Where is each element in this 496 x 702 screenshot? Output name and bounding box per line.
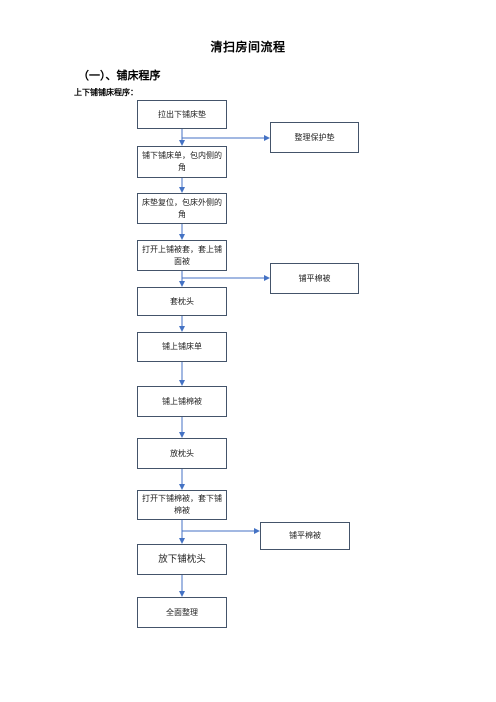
step-box-7: 铺上铺棉被 [137, 386, 227, 417]
step-box-1: 拉出下铺床垫 [137, 100, 227, 129]
step-box-10: 放下铺枕头 [137, 544, 227, 575]
step-box-8: 放枕头 [137, 438, 227, 469]
section-heading: （一）、铺床程序 [78, 69, 161, 82]
subheading: 上下铺铺床程序： [74, 88, 138, 97]
step-box-4: 打开上铺被套，套上铺面被 [137, 240, 227, 271]
side-box-1: 整理保护垫 [270, 122, 359, 153]
step-box-11: 全面整理 [137, 597, 227, 628]
step-box-6: 铺上铺床单 [137, 332, 227, 362]
step-box-5: 套枕头 [137, 287, 227, 316]
step-box-9: 打开下铺棉被，套下铺棉被 [137, 490, 227, 520]
side-box-2: 铺平棉被 [270, 263, 359, 294]
page-title: 清扫房间流程 [210, 40, 286, 54]
step-box-3: 床垫复位，包床外侧的角 [137, 193, 227, 224]
step-box-2: 铺下铺床单，包内侧的角 [137, 146, 227, 178]
side-box-3: 铺平棉被 [260, 522, 350, 550]
